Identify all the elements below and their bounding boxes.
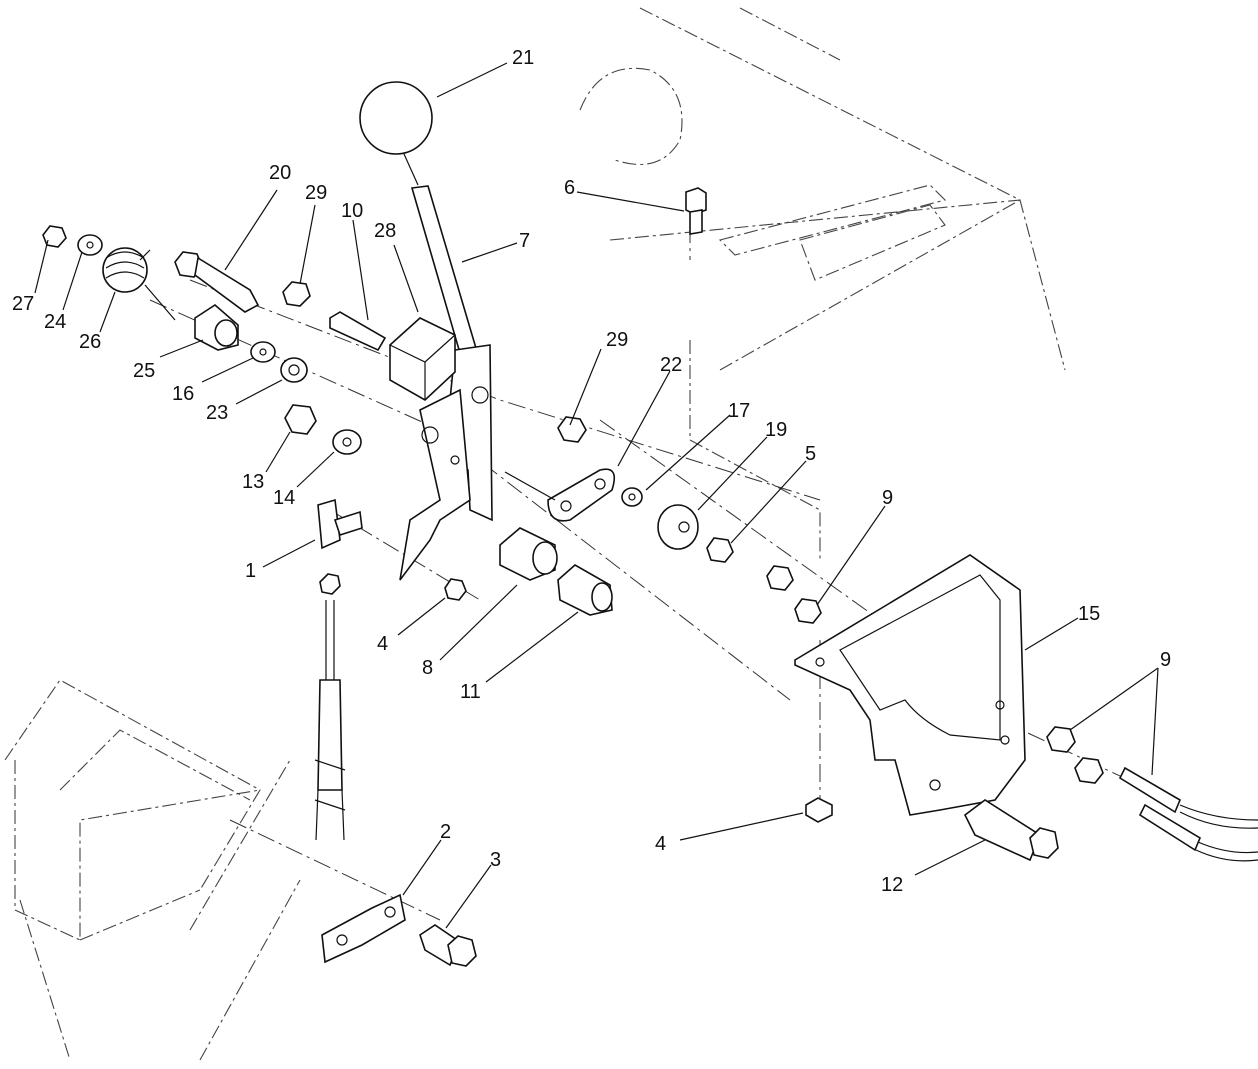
leader-lines [34,62,1159,929]
part-15-bracket-plate [794,554,1026,816]
part-23-bushing [280,357,308,383]
part-12-bolt [963,799,1059,862]
part-1-ball-joint-cable [314,498,363,841]
part-3-bolt [419,924,477,967]
part-9-nuts-cables [1046,726,1258,862]
label-part-13: 13 [242,471,264,493]
label-part-23: 23 [206,402,228,424]
part-2-clamp [321,893,406,964]
label-part-21: 21 [512,47,534,69]
label-part-26: 26 [79,331,101,353]
label-part-5: 5 [805,443,816,465]
part-22-link-plate [504,468,616,522]
part-13-nut [284,404,317,435]
label-part-12: 12 [881,874,903,896]
label-part-16: 16 [172,383,194,405]
label-part-9-a: 9 [882,487,893,509]
part-14-washer [332,429,362,455]
label-part-22: 22 [660,354,682,376]
label-part-1: 1 [245,560,256,582]
part-24-washer [77,234,103,256]
label-part-11: 11 [460,681,481,703]
part-29-nut-b [557,416,587,443]
callout-labels: 21 6 7 28 10 29 20 27 24 26 25 16 23 13 … [12,47,1171,896]
part-28-bracket [389,317,456,401]
part-20-bolt [174,251,260,313]
part-4-nut-a [444,578,467,601]
part-8-bushing [499,527,558,581]
label-part-29-a: 29 [305,182,327,204]
part-16-washer [250,341,276,363]
label-part-25: 25 [133,360,155,382]
part-25-spacer [194,304,239,351]
label-part-8: 8 [422,657,433,679]
part-19-roller [657,504,699,550]
part-5-nut [706,537,734,563]
label-part-4-a: 4 [377,633,388,655]
frame-phantom-outline [4,7,1066,1061]
label-part-20: 20 [269,162,291,184]
part-6-cap-screw [685,187,707,235]
label-part-17: 17 [728,400,750,422]
part-7-shift-lever [399,185,493,581]
part-9-nuts-a [766,565,822,624]
label-part-10: 10 [341,200,363,222]
part-21-knob [359,81,433,186]
label-part-28: 28 [374,220,396,242]
label-part-3: 3 [490,849,501,871]
label-part-7: 7 [519,230,530,252]
label-part-29-b: 29 [606,329,628,351]
label-part-4-b: 4 [655,833,666,855]
label-part-15: 15 [1078,603,1100,625]
part-11-spacer [557,564,613,616]
part-17-washer [621,487,643,507]
label-part-2: 2 [440,821,451,843]
label-part-14: 14 [273,487,295,509]
part-29-nut-a [282,281,311,307]
label-part-9-b: 9 [1160,649,1171,671]
part-26-spring [102,247,176,321]
part-10-pin [329,311,387,352]
label-part-24: 24 [44,311,66,333]
label-part-27: 27 [12,293,34,315]
label-part-19: 19 [765,419,787,441]
part-4-nut-b [805,797,833,823]
label-part-6: 6 [564,177,575,199]
